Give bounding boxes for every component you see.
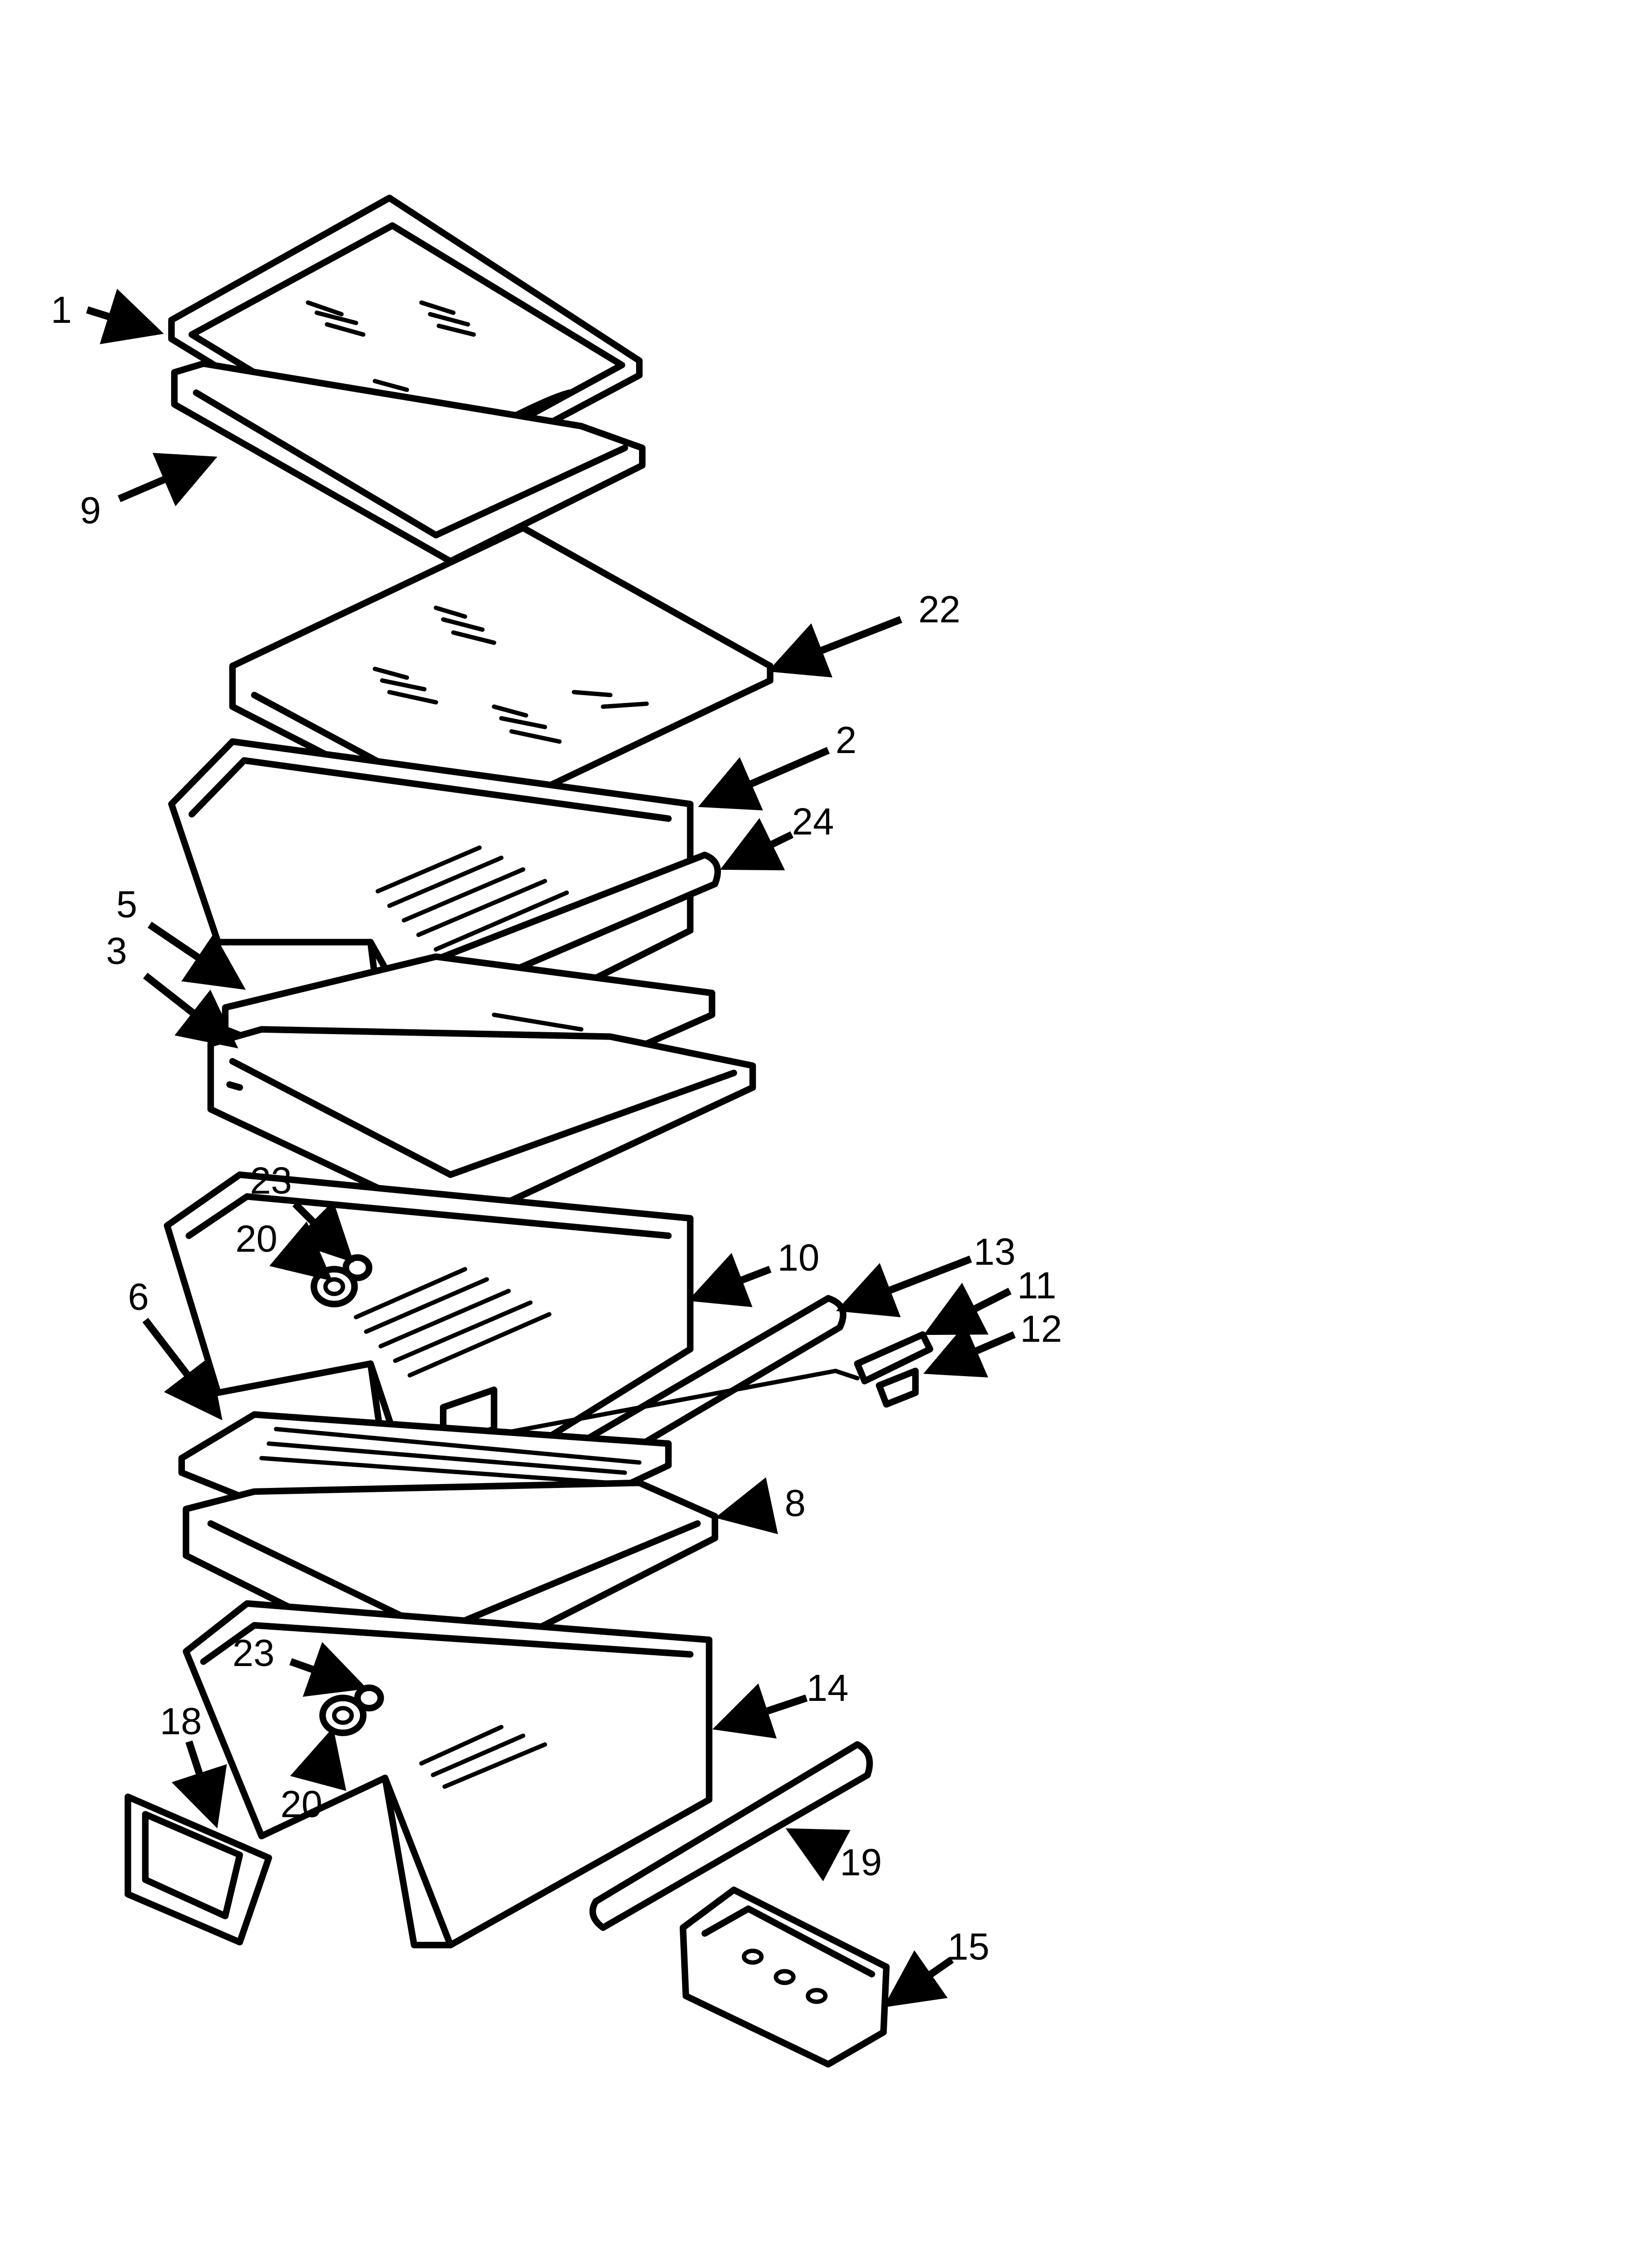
callout-6: 6	[128, 1276, 149, 1318]
callout-20-lower: 20	[281, 1783, 323, 1825]
label-panel-part-18	[125, 1793, 272, 1946]
callout-19: 19	[840, 1842, 882, 1884]
callout-5: 5	[116, 884, 137, 926]
callout-23-lower: 23	[232, 1632, 275, 1674]
callout-8: 8	[785, 1483, 806, 1525]
callout-22: 22	[919, 589, 961, 631]
callout-23-upper: 23	[250, 1160, 292, 1202]
glass-shelf-part-22	[229, 524, 773, 830]
callout-12: 12	[1020, 1308, 1062, 1350]
callout-3: 3	[106, 930, 127, 972]
callout-11: 11	[1017, 1264, 1056, 1306]
callout-1: 1	[51, 289, 72, 331]
callout-24: 24	[792, 801, 834, 843]
shelf-frame-part-9	[171, 360, 646, 565]
callout-15: 15	[948, 1926, 990, 1968]
callout-13: 13	[974, 1231, 1016, 1273]
drawer-handle-part-19	[589, 1741, 873, 1931]
callout-18: 18	[160, 1700, 202, 1743]
callout-14: 14	[806, 1667, 848, 1709]
clip-part-12	[875, 1367, 919, 1408]
clip-part-11	[854, 1331, 933, 1384]
crisper-frame-part-3	[207, 1026, 756, 1229]
callout-9: 9	[80, 490, 101, 532]
callout-2: 2	[836, 719, 857, 761]
callout-labels: 1 9 22 2 24 5 3 23 20 10 13 11 12 6 8 23…	[51, 289, 1062, 1968]
callout-10: 10	[777, 1237, 820, 1279]
callout-20-upper: 20	[235, 1218, 278, 1260]
storage-bin-part-15	[679, 1886, 890, 2068]
leader-lines	[86, 288, 1016, 2007]
